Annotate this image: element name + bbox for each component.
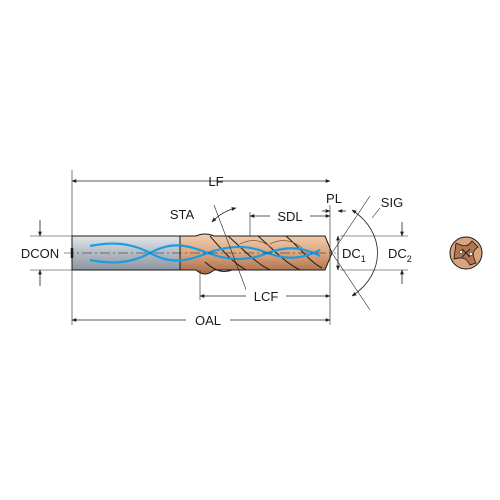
dc2-label: DC2 bbox=[388, 246, 412, 264]
lf-label: LF bbox=[208, 174, 223, 189]
sta-label: STA bbox=[170, 207, 195, 222]
sig-dimension: SIG bbox=[331, 195, 403, 311]
oal-dimension: OAL bbox=[71, 312, 331, 328]
dc1-dimension: DC1 bbox=[336, 235, 366, 271]
pl-dimension: PL bbox=[322, 191, 346, 213]
sdl-dimension: SDL bbox=[249, 206, 331, 224]
pl-label: PL bbox=[326, 191, 342, 206]
dcon-label: DCON bbox=[21, 246, 59, 261]
coolant-channels bbox=[89, 242, 321, 264]
drill-body bbox=[179, 233, 333, 275]
sig-label: SIG bbox=[381, 195, 403, 210]
dcon-dimension: DCON bbox=[21, 220, 72, 286]
drill-end-view-icon bbox=[449, 236, 483, 270]
dc2-dimension: DC2 bbox=[388, 222, 412, 284]
sta-dimension: STA bbox=[170, 204, 251, 301]
lf-dimension: LF bbox=[71, 174, 331, 189]
lcf-label: LCF bbox=[254, 289, 279, 304]
sdl-label: SDL bbox=[277, 209, 302, 224]
lcf-dimension: LCF bbox=[199, 288, 331, 304]
dc1-label: DC1 bbox=[342, 246, 366, 264]
oal-label: OAL bbox=[195, 313, 221, 328]
